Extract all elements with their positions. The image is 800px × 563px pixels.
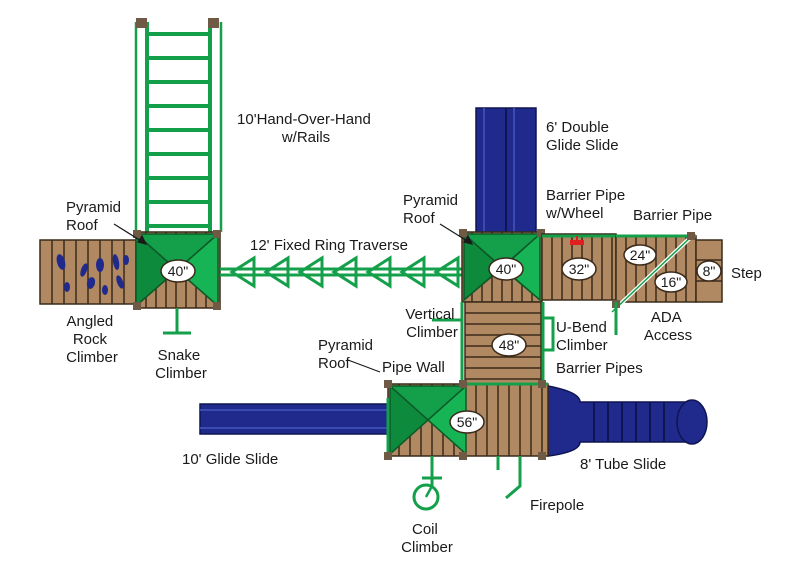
label-ada-access: ADA Access <box>644 309 692 344</box>
label-angled-rock-climber: Angled Rock Climber <box>66 313 118 366</box>
height-badge-middle-deck: 48" <box>491 333 527 357</box>
height-badge-step: 8" <box>696 260 722 282</box>
right-deck <box>459 229 545 303</box>
label-barrier-pipes: Barrier Pipes <box>556 360 643 377</box>
svg-text:40": 40" <box>168 263 189 279</box>
height-badge-ada-lower: 16" <box>654 271 688 293</box>
label-pyramid-roof-bottom: Pyramid Roof <box>318 337 377 372</box>
tube-slide <box>547 385 708 457</box>
label-tube-slide: 8' Tube Slide <box>580 456 666 473</box>
label-step: Step <box>731 265 762 282</box>
label-pipe-wall: Pipe Wall <box>382 359 445 376</box>
leader-lines <box>113 223 474 373</box>
ring-traverse <box>220 255 462 289</box>
label-glide-slide: 10' Glide Slide <box>182 451 278 468</box>
coil-climber <box>412 456 442 511</box>
glide-slide <box>199 403 401 435</box>
svg-text:8": 8" <box>703 263 716 279</box>
middle-deck <box>460 301 555 385</box>
height-badge-ada-upper: 24" <box>623 244 657 266</box>
angled-rock-climber <box>39 239 137 305</box>
svg-text:24": 24" <box>630 247 651 263</box>
firepole <box>496 456 522 500</box>
label-u-bend-climber: U-Bend Climber <box>556 319 611 354</box>
label-coil-climber: Coil Climber <box>401 521 453 556</box>
svg-text:40": 40" <box>496 261 517 277</box>
label-pyramid-roof-left: Pyramid Roof <box>66 199 125 234</box>
double-glide-slide <box>475 107 537 235</box>
left-deck <box>133 230 221 310</box>
label-ring-traverse: 12' Fixed Ring Traverse <box>250 237 408 254</box>
label-pyramid-roof-right: Pyramid Roof <box>403 192 462 227</box>
height-badge-right-deck: 40" <box>488 257 524 281</box>
snake-climber <box>163 308 191 335</box>
hand-over-hand-ladder <box>134 18 223 235</box>
wheel-icon <box>570 240 584 245</box>
svg-text:48": 48" <box>499 337 520 353</box>
label-vertical-climber: Vertical Climber <box>405 306 458 341</box>
label-double-glide-slide: 6' Double Glide Slide <box>546 119 619 154</box>
label-hand-over-hand: 10'Hand-Over-Hand w/Rails <box>237 111 375 146</box>
label-snake-climber: Snake Climber <box>155 347 207 382</box>
svg-text:16": 16" <box>661 274 682 290</box>
height-badge-ramp-deck: 32" <box>561 257 597 281</box>
label-barrier-pipe: Barrier Pipe <box>633 207 712 224</box>
height-badge-left-deck: 40" <box>160 259 196 283</box>
svg-text:56": 56" <box>457 414 478 430</box>
height-badge-bottom-deck: 56" <box>449 410 485 434</box>
u-bend-climber-shape <box>543 316 555 352</box>
svg-text:32": 32" <box>569 261 590 277</box>
label-firepole: Firepole <box>530 497 584 514</box>
label-barrier-pipe-wheel: Barrier Pipe w/Wheel <box>545 187 629 222</box>
